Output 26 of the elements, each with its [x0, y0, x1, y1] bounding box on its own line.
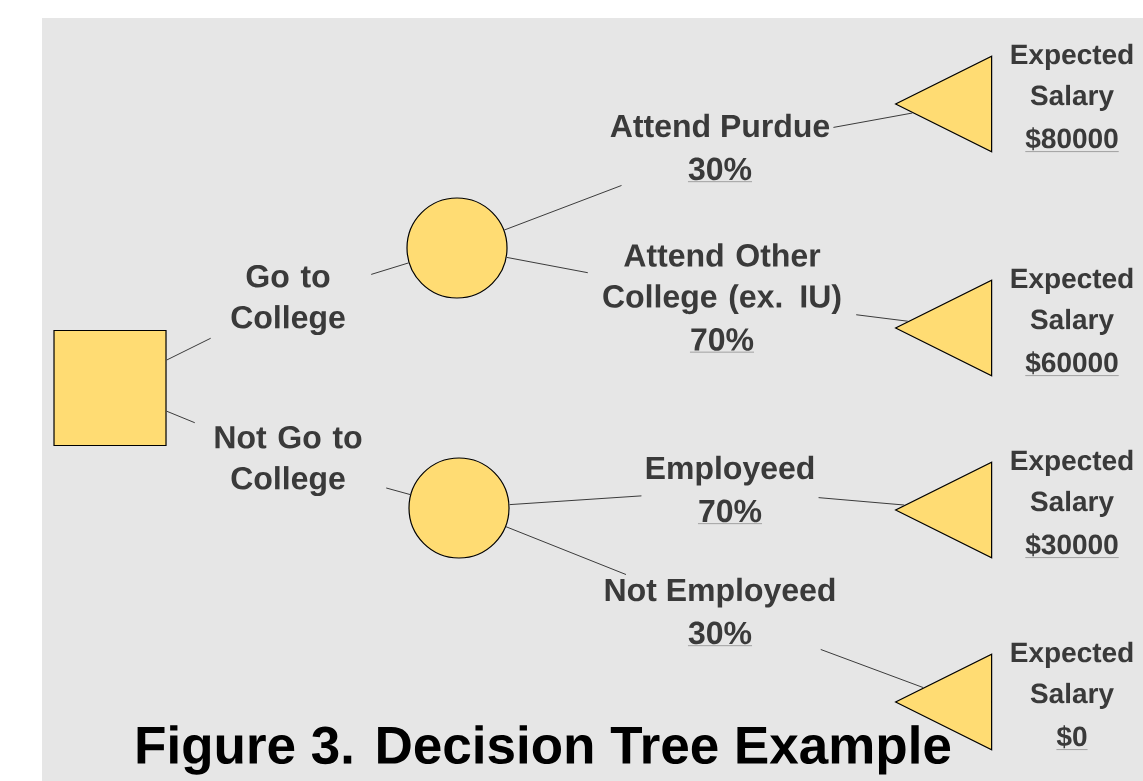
branch-line [855, 314, 909, 322]
branch-line [506, 256, 589, 274]
branch-line [505, 526, 627, 575]
branch-label: Attend Other College (ex. IU) 70% [603, 243, 841, 353]
chance-circle [406, 197, 508, 299]
branch-line [166, 337, 212, 361]
decision-square [53, 329, 167, 447]
branch-label: Not Go to College [215, 425, 362, 497]
outcome-label: Expected Salary $80000 [1011, 43, 1133, 152]
outcome-label: Expected Salary $0 [1011, 641, 1133, 750]
branch-line [832, 112, 913, 128]
chance-circle [408, 457, 510, 559]
branch-line [370, 262, 410, 275]
branch-line [509, 495, 642, 506]
branch-line [385, 487, 411, 496]
branch-line [503, 184, 622, 231]
branch-label: Employeed 70% [646, 455, 814, 524]
caption: Figure 3. Decision Tree Example [137, 725, 951, 775]
branch-label: Not Employeed 30% [605, 577, 835, 646]
branch-line [820, 648, 924, 689]
outcome-label: Expected Salary $30000 [1011, 449, 1133, 558]
branch-label: Go to College [231, 264, 345, 336]
outcome-label: Expected Salary $60000 [1011, 267, 1133, 376]
branch-label: Attend Purdue 30% [610, 113, 830, 182]
branch-line [166, 410, 196, 424]
branch-line [818, 497, 905, 506]
